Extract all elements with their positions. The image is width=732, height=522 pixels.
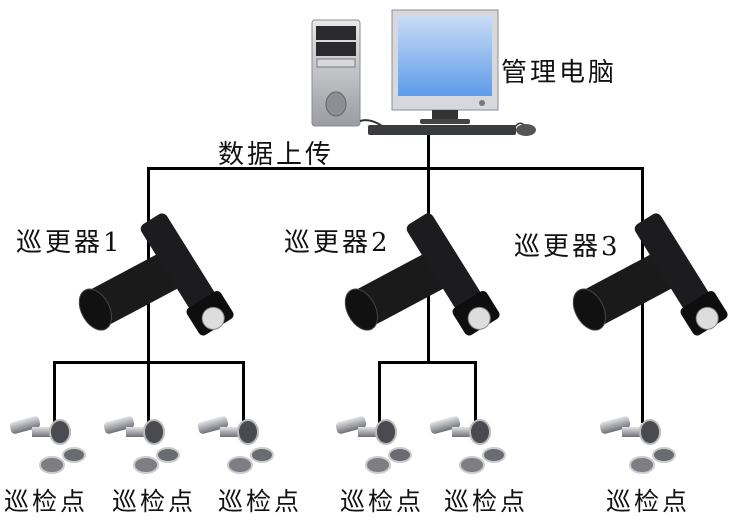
patroller-label-3: 巡更器3 <box>514 232 621 262</box>
flashlight-device-2 <box>344 213 500 336</box>
sub-drop-1b <box>147 361 150 423</box>
sub-bus-2 <box>378 361 477 364</box>
sub-drop-1c <box>242 361 245 423</box>
management-computer <box>310 8 540 138</box>
checkpoint-icon-1a <box>8 408 88 480</box>
checkpoint-label-2b: 巡检点 <box>444 487 529 516</box>
sub-drop-2a <box>378 361 381 423</box>
flashlight-device-3 <box>572 213 728 336</box>
bus-line-horizontal <box>147 167 644 170</box>
checkpoint-label-1c: 巡检点 <box>218 487 303 516</box>
patroller-label-1: 巡更器1 <box>16 228 123 258</box>
checkpoint-icon-1b <box>102 408 182 480</box>
checkpoint-label-3: 巡检点 <box>606 487 691 516</box>
checkpoint-icon-1c <box>196 408 276 480</box>
checkpoint-label-2a: 巡检点 <box>340 487 425 516</box>
trunk-line-vertical <box>427 134 430 170</box>
checkpoint-icon-2b <box>428 408 508 480</box>
flashlight-device-1 <box>78 213 234 336</box>
checkpoint-icon-3 <box>598 408 678 480</box>
computer-icon <box>311 9 536 136</box>
computer-label: 管理电脑 <box>501 58 618 88</box>
checkpoint-label-1b: 巡检点 <box>112 487 197 516</box>
sub-drop-1a <box>53 361 56 423</box>
checkpoint-label-1a: 巡检点 <box>4 487 89 516</box>
checkpoint-icon-2a <box>334 408 414 480</box>
patroller-label-2: 巡更器2 <box>284 228 391 258</box>
sub-drop-2b <box>474 361 477 423</box>
upload-label: 数据上传 <box>218 140 335 170</box>
